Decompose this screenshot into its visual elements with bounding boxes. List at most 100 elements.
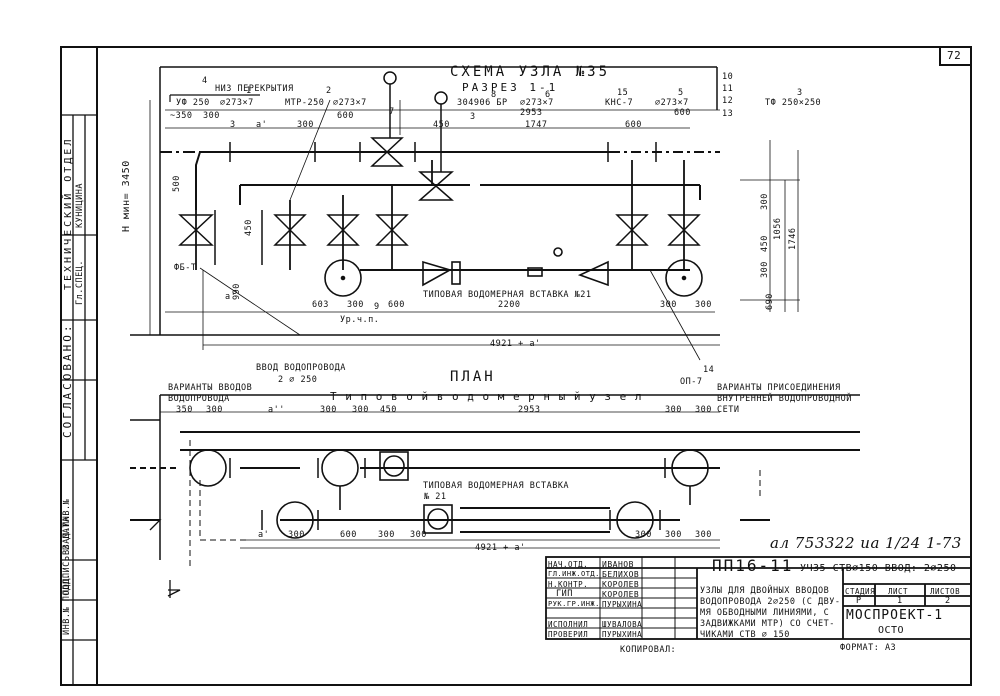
stamp-role-4: РУК.ГР.ИНЖ. [548,600,600,608]
section-label-6: КНС-7 [605,98,634,108]
plan-dim-6: 2953 [518,405,541,415]
dim-right-0: 300 [760,193,770,210]
section-label-3: ∅273×7 [333,98,367,108]
callout-12: 13 [722,109,734,119]
dim-top-9: 600 [625,120,642,130]
dim-top-5: 600 [337,111,354,121]
plan-total: 4921 + a' [475,543,526,553]
callout-11: 12 [722,96,734,106]
plan-frame [130,394,860,560]
callout-4: 8 [491,90,497,100]
plan-dim-2: a'' [268,405,285,415]
plan-title: ПЛАН [450,369,496,385]
stamp-role-3: ГИП [556,589,573,599]
plan-dashed [189,440,761,570]
name-label: КУНИЦИНА [75,183,85,228]
h-min-label: Н мин= 3450 [121,160,132,232]
section-label-5: ∅273×7 [520,98,554,108]
section-label-8: ТФ 250×250 [765,98,822,108]
plan-flanges [229,458,666,530]
section-valves [178,71,701,246]
format-label: ФОРМАТ: А3 [840,643,897,653]
plan-dim-4: 300 [352,405,369,415]
stamp-role-0: НАЧ.ОТД. [548,560,589,569]
dim-bot-0: a' [225,292,237,302]
stamp-desc-1: ВОДОПРОВОДА 2∅250 (С ДВУ- [700,597,841,607]
callout-5: 6 [545,90,551,100]
copied-label: КОПИРОВАЛ: [620,645,677,655]
section-subtitle: РАЗРЕЗ 1-1 [462,81,559,94]
replaced-inv-label: ВЗАМ.ИНВ.№ [62,498,72,555]
dim-bot-6: 300 [695,300,712,310]
margin-stamp-lines [61,114,97,685]
dim-left-1: 450 [244,219,254,236]
dim-top-4: 300 [297,120,314,130]
stamp-role-7: ПРОВЕРИЛ [548,630,589,639]
stamp-sheets-header: ЛИСТОВ [930,587,961,596]
tech-dept-label: ТЕХНИЧЕСКИЙ ОТДЕЛ [63,136,74,290]
plan-dim-12: 300 [378,530,395,540]
dim-top-2: 3 [230,120,236,130]
stamp-org-sub: ОСТО [878,625,905,636]
dim-top-10: 600 [674,108,691,118]
floor-label: Ур.ч.п. [340,315,380,325]
callout-13: 14 [703,365,715,375]
plan-dim-0: 350 [176,405,193,415]
callout-8: 3 [797,88,803,98]
plan-node-label: Т и п о в о й в о д о м е р н ы й у з е … [330,390,643,403]
handwritten-note: ал 753322 иа 1/24 1-73 [770,534,962,552]
page-number: 72 [947,49,962,62]
stamp-role-2: Н.КОНТР. [548,580,589,589]
entry-dn-label: 2 ∅ 250 [278,375,318,385]
dim-left-0: 500 [172,175,182,192]
stamp-desc-2: МЯ ОБВОДНЫМИ ЛИНИЯМИ, С [700,608,830,618]
section-flanges [214,142,657,265]
plan-dim-15: 300 [665,530,682,540]
stamp-stage: Р [856,596,862,606]
section-label-4: 304906 БР [457,98,508,108]
gl-spec-label: Гл.СПЕЦ. [75,260,85,305]
plan-variants-in: ВАРИАНТЫ ВВОДОВ ВОДОПРОВОДА [168,383,253,404]
stamp-name-3: КОРОЛЕВ [602,590,640,599]
stamp-desc-3: ЗАДВИЖКАМИ МТР) СО СЧЕТ- [700,619,835,629]
callout-14: 9 [374,302,380,312]
section-label-1: ∅273×7 [220,98,254,108]
stamp-grid [546,557,697,639]
plan-dim-14: 300 [635,530,652,540]
plan-dim-13: 300 [410,530,427,540]
callout-2: 2 [326,86,332,96]
plan-pipes [130,431,860,533]
plan-insert-no: № 21 [424,492,447,502]
dim-top-11: 2953 [520,108,543,118]
plan-dims [160,411,720,549]
ceiling [169,94,260,102]
section-label-0: УФ 250 [176,98,210,108]
stamp-org: МОСПРОЕКТ-1 [846,608,944,623]
section-label-2: МТР-250 [285,98,325,108]
fb-label: ФБ-Т [174,263,197,273]
section-dims [149,100,800,346]
section-lower-pipe [239,184,701,271]
plan-dim-8: 300 [695,405,712,415]
agreed-label: СОГЛАСОВАНО: [61,322,74,438]
dim-right-1: 450 [760,235,770,252]
stamp-desc-0: УЗЛЫ ДЛЯ ДВОЙНЫХ ВВОДОВ [700,586,830,596]
stamp-name-2: КОРОЛЕВ [602,580,640,589]
stamp-node: УЧ35 СТВ∅150 ВВОД: 2∅250 [800,563,957,574]
plan-dim-3: 300 [320,405,337,415]
dim-top-0: ~350 [170,111,193,121]
dim-bot-3: 600 [388,300,405,310]
plan-meters [189,449,709,539]
dim-right-3: 1746 [788,227,798,250]
dim-bot-2: 300 [347,300,364,310]
stamp-sheet: 1 [897,596,903,606]
callout-3: 7 [389,107,395,117]
plan-dim-16: 300 [695,530,712,540]
plan-dim-11: 600 [340,530,357,540]
callout-1: 1 [246,86,252,96]
dim-bot-1: 603 [312,300,329,310]
callout-9: 10 [722,72,734,82]
section-meters [324,247,703,297]
